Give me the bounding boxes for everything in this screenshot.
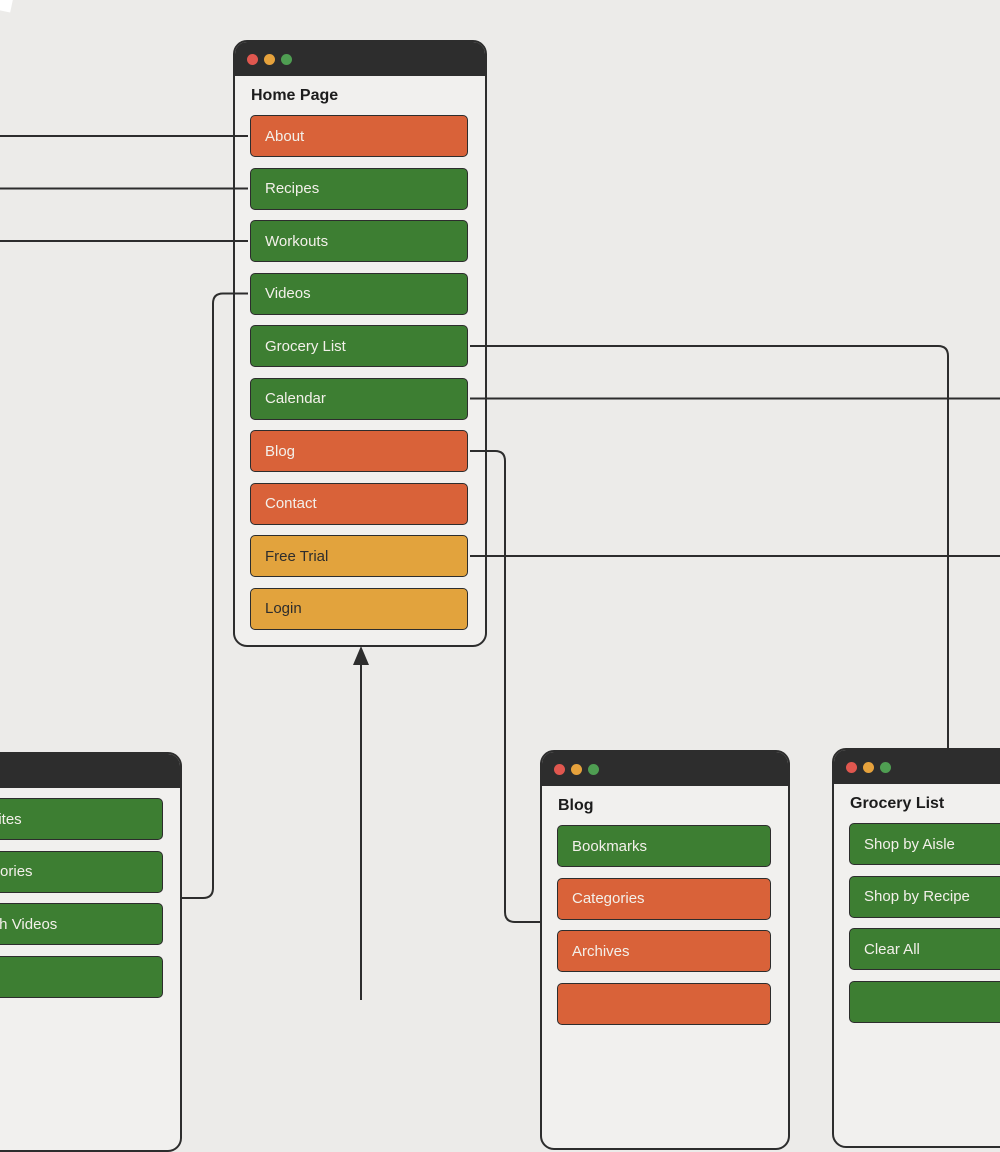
nav-button-partial[interactable] [849,980,1000,1023]
nav-button-categories[interactable]: Categories [0,850,163,893]
nav-button-free-trial[interactable]: Free Trial [250,535,468,577]
card-videos-page[interactable]: Favorites Categories Search Videos [0,752,182,1152]
nav-button-bookmarks[interactable]: Bookmarks [557,825,771,867]
traffic-light-red-icon [554,763,565,775]
window-titlebar [542,752,788,786]
nav-button-search-videos[interactable]: Search Videos [0,903,163,945]
window-titlebar [235,42,485,76]
nav-button-grocery-list[interactable]: Grocery List [250,325,468,367]
nav-button-about[interactable]: About [250,115,468,157]
traffic-light-red-icon [846,761,857,773]
arrowhead-up-icon [353,646,369,665]
card-title-blog: Blog [558,797,594,814]
corner-artifact [0,0,14,13]
nav-button-contact[interactable]: Contact [250,482,468,525]
traffic-light-green-icon [880,761,891,773]
card-home-page[interactable]: Home Page About Recipes Workouts Videos … [233,40,487,647]
card-title-home-page: Home Page [251,87,339,104]
traffic-light-yellow-icon [863,761,874,773]
nav-button-favorites[interactable]: Favorites [0,798,163,840]
nav-button-workouts[interactable]: Workouts [250,220,468,262]
window-titlebar [834,750,1000,784]
nav-button-blog[interactable]: Blog [250,430,468,472]
card-blog-page[interactable]: Blog Bookmarks Categories Archives [540,750,790,1150]
nav-button-recipes[interactable]: Recipes [250,167,468,210]
card-title-grocery-list: Grocery List [850,795,945,812]
window-titlebar [0,754,180,788]
nav-button-login[interactable]: Login [250,587,468,630]
nav-button-videos[interactable]: Videos [250,272,468,315]
nav-button-partial[interactable] [0,955,163,998]
traffic-light-green-icon [281,53,292,65]
nav-button-shop-by-aisle[interactable]: Shop by Aisle [849,823,1000,865]
nav-button-shop-by-recipe[interactable]: Shop by Recipe [849,875,1000,918]
nav-button-categories[interactable]: Categories [557,877,771,920]
traffic-light-yellow-icon [571,763,582,775]
nav-button-clear-all[interactable]: Clear All [849,928,1000,970]
nav-button-archives[interactable]: Archives [557,930,771,972]
card-grocery-list-page[interactable]: Grocery List Shop by Aisle Shop by Recip… [832,748,1000,1148]
connector-grocery-list [470,345,949,749]
traffic-light-green-icon [588,763,599,775]
nav-button-partial[interactable] [557,982,771,1025]
nav-button-calendar[interactable]: Calendar [250,377,468,420]
traffic-light-red-icon [247,53,258,65]
traffic-light-yellow-icon [264,53,275,65]
